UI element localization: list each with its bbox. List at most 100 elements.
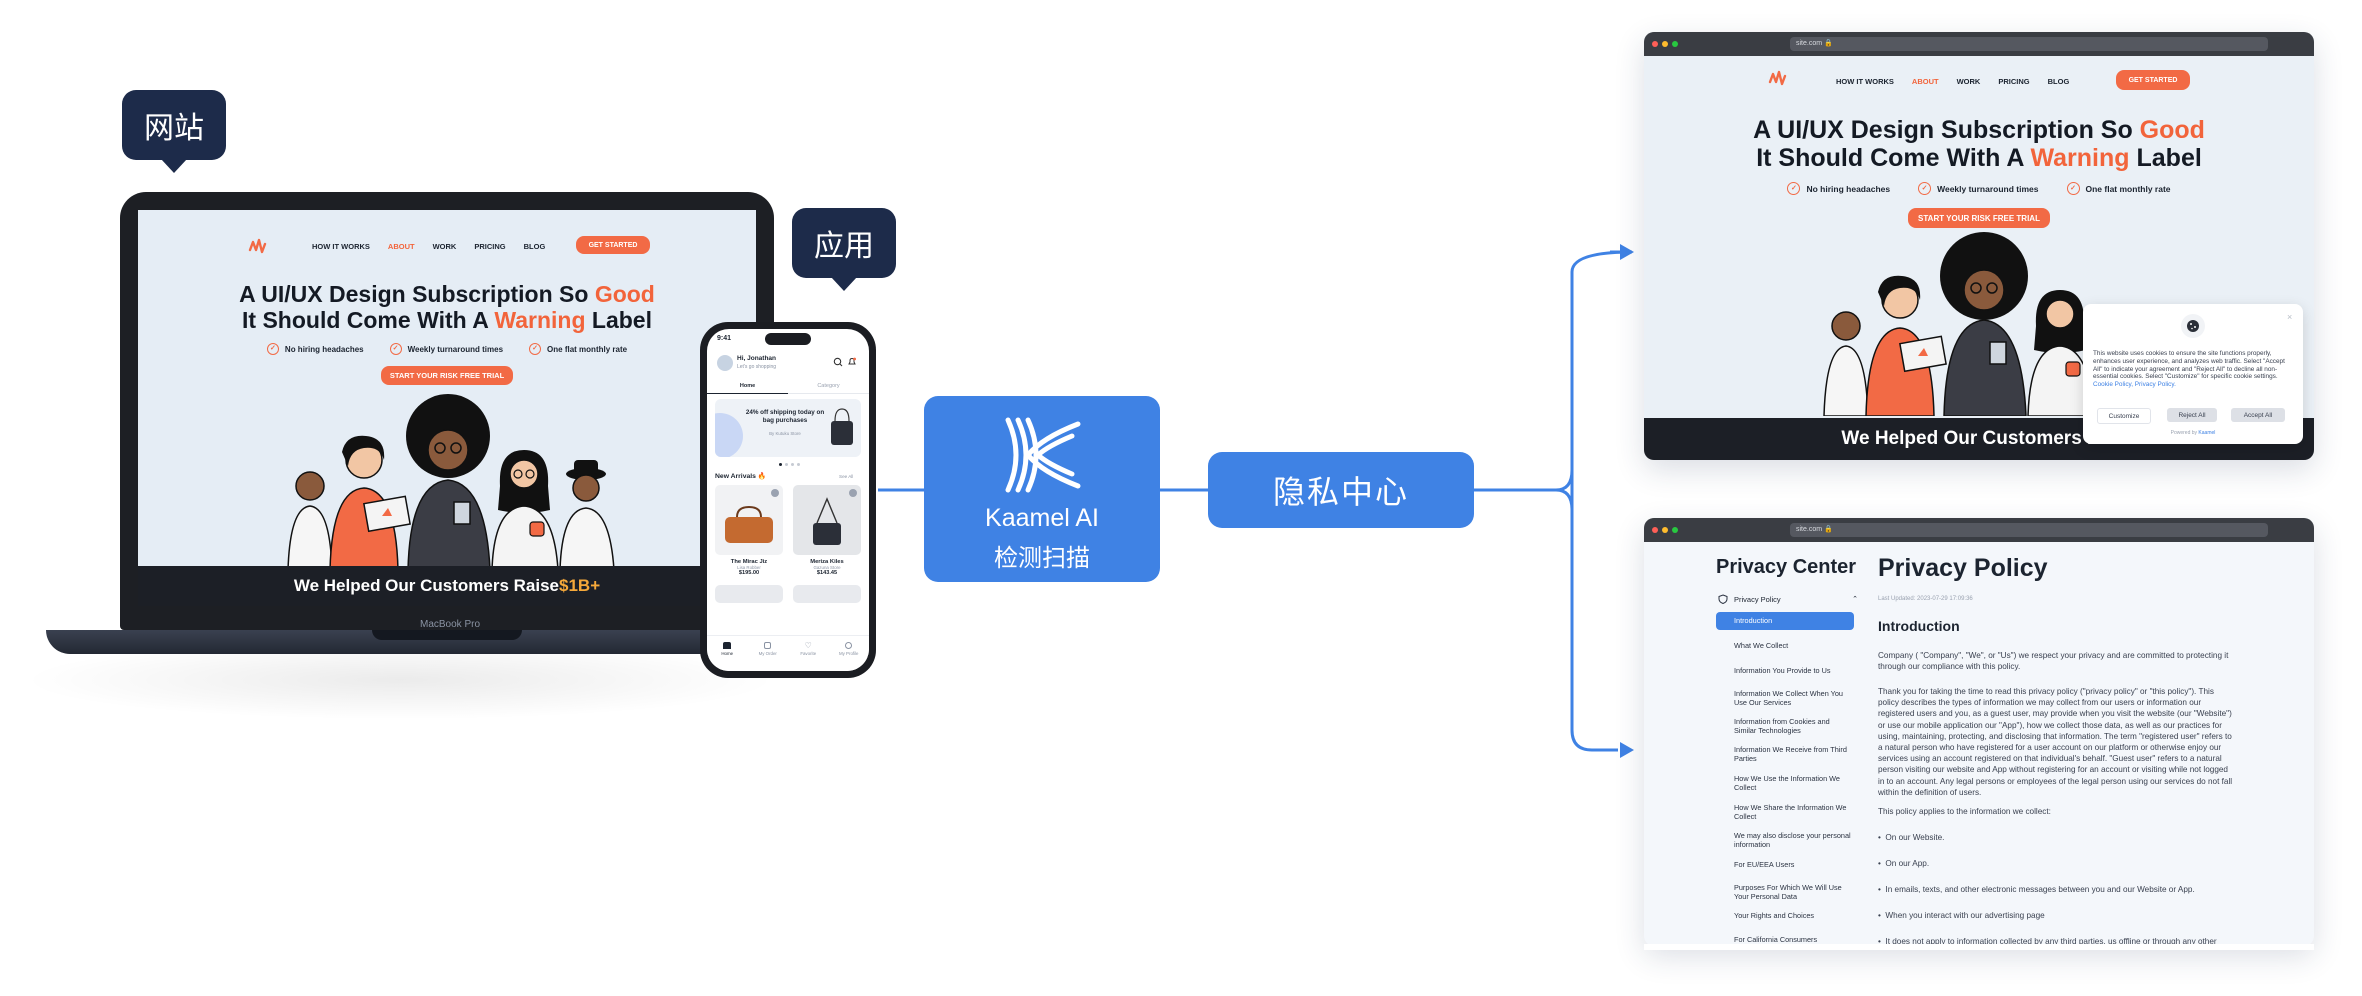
- sidebar-item-california[interactable]: For California Consumers: [1734, 935, 1818, 944]
- shield-icon: [1718, 594, 1728, 604]
- bottom-nav-profile[interactable]: My Profile: [829, 636, 870, 671]
- benefit-2: ✓Weekly turnaround times: [1918, 182, 2039, 195]
- get-started-button[interactable]: GET STARTED: [576, 236, 650, 254]
- check-icon: ✓: [266, 343, 279, 355]
- tab-category[interactable]: Category: [788, 383, 869, 394]
- nav-about[interactable]: ABOUT: [1911, 77, 1939, 86]
- favorite-icon[interactable]: [849, 489, 857, 497]
- privacy-policy-menu-header[interactable]: Privacy Policy ⌃: [1718, 592, 1858, 606]
- nav-about[interactable]: ABOUT: [387, 242, 415, 251]
- kaamel-link[interactable]: Kaamel: [2198, 430, 2216, 436]
- powered-by: Powered by Kaamel: [2170, 430, 2216, 436]
- cookie-consent-dialog: × This website uses cookies to ensure th…: [2083, 304, 2303, 444]
- phone-tabs: Home Category: [707, 383, 869, 394]
- check-icon: ✓: [529, 343, 542, 355]
- kaamel-subtitle: 检测扫描: [994, 545, 1090, 572]
- hero-good: Good: [594, 281, 655, 307]
- bottom-nav-order[interactable]: My Order: [748, 636, 789, 671]
- close-dot[interactable]: [1652, 527, 1658, 533]
- sidebar-item-how-we-use[interactable]: How We Use the Information We Collect: [1734, 774, 1840, 792]
- promo-store: By Kutuku Store: [769, 431, 801, 436]
- sidebar-active-highlight: [1716, 612, 1854, 630]
- product-name-1: The Mirac Jiz: [730, 559, 768, 565]
- minimize-dot[interactable]: [1662, 41, 1668, 47]
- kaamel-logo-icon: [1005, 417, 1081, 493]
- reject-all-button[interactable]: Reject All: [2167, 408, 2217, 422]
- get-started-button[interactable]: GET STARTED: [2116, 70, 2190, 90]
- carousel-dots: [779, 463, 800, 466]
- promo-text: 24% off shipping today on bag purchases: [745, 409, 825, 424]
- avatar[interactable]: [717, 355, 733, 371]
- bottom-nav-home[interactable]: Home: [707, 636, 748, 671]
- cookie-policy-links[interactable]: Cookie Policy, Privacy Policy.: [2093, 381, 2176, 389]
- team-illustration: [287, 394, 615, 570]
- close-dot[interactable]: [1652, 41, 1658, 47]
- hero-line1: A UI/UX Design Subscription So: [1753, 116, 2140, 144]
- browser-window-privacy: site.com 🔒: [1644, 518, 2314, 946]
- nav-blog[interactable]: BLOG: [2047, 77, 2070, 86]
- bottom-nav-favorite[interactable]: ♡Favorite: [788, 636, 829, 671]
- team-illustration: [1823, 232, 2095, 416]
- tab-home[interactable]: Home: [707, 383, 788, 394]
- website-callout-label: 网站: [144, 112, 204, 145]
- product-price-1: $195.00: [738, 570, 760, 576]
- sidebar-item-rights[interactable]: Your Rights and Choices: [1734, 911, 1815, 920]
- nav-blog[interactable]: BLOG: [523, 242, 546, 251]
- site-nav: HOW IT WORKS ABOUT WORK PRICING BLOG: [1836, 77, 2069, 86]
- product-card-3[interactable]: [715, 585, 783, 603]
- nav-how-it-works[interactable]: HOW IT WORKS: [312, 242, 370, 251]
- nav-work[interactable]: WORK: [432, 242, 457, 251]
- address-bar[interactable]: site.com 🔒: [1790, 523, 2268, 537]
- see-all-link[interactable]: See All: [839, 474, 854, 479]
- policy-bullet: • When you interact with our advertising…: [1878, 911, 2045, 920]
- zoom-dot[interactable]: [1672, 41, 1678, 47]
- product-card-4[interactable]: [793, 585, 861, 603]
- policy-title: Privacy Policy: [1878, 554, 2048, 582]
- search-icon[interactable]: [833, 357, 843, 367]
- zoom-dot[interactable]: [1672, 527, 1678, 533]
- product-image-2: [813, 497, 841, 545]
- policy-bullet: • It does not apply to information colle…: [1878, 937, 2217, 946]
- policy-bullet: • On our Website.: [1878, 833, 1945, 842]
- privacy-center-title: Privacy Center: [1716, 556, 1857, 578]
- chevron-up-icon: ⌃: [1852, 596, 1858, 603]
- risk-free-trial-button[interactable]: START YOUR RISK FREE TRIAL: [381, 366, 513, 385]
- minimize-dot[interactable]: [1662, 527, 1668, 533]
- product-price-2: $143.45: [816, 570, 838, 576]
- sidebar-item-third-parties[interactable]: Information We Receive from Third Partie…: [1734, 745, 1847, 763]
- close-icon[interactable]: ×: [2287, 312, 2293, 322]
- sidebar-item-eu-users[interactable]: For EU/EEA Users: [1734, 860, 1795, 869]
- site-logo-icon: [248, 238, 267, 254]
- bag-image: [831, 408, 853, 445]
- promo-banner[interactable]: 24% off shipping today on bag purchases …: [715, 399, 861, 457]
- privacy-center-node: 隐私中心: [1208, 452, 1474, 528]
- favorite-icon[interactable]: [771, 489, 779, 497]
- nav-pricing[interactable]: PRICING: [1998, 77, 2030, 86]
- nav-work[interactable]: WORK: [1956, 77, 1981, 86]
- sidebar-item-what-we-collect[interactable]: What We Collect: [1734, 641, 1789, 650]
- address-bar[interactable]: site.com 🔒: [1790, 37, 2268, 51]
- policy-paragraph-3: This policy applies to the information w…: [1878, 807, 2051, 816]
- sidebar-item-cookies[interactable]: Information from Cookies and Similar Tec…: [1734, 717, 1830, 735]
- sidebar-item-info-you-provide[interactable]: Information You Provide to Us: [1734, 666, 1831, 675]
- user-icon: [845, 642, 853, 649]
- bell-icon[interactable]: [847, 357, 857, 367]
- check-icon: ✓: [1918, 182, 1932, 195]
- sidebar-item-info-when-use[interactable]: Information We Collect When You Use Our …: [1734, 689, 1843, 707]
- product-card-1[interactable]: [715, 485, 783, 555]
- nav-how-it-works[interactable]: HOW IT WORKS: [1836, 77, 1894, 86]
- customize-button[interactable]: Customize: [2097, 408, 2151, 424]
- risk-free-trial-button[interactable]: START YOUR RISK FREE TRIAL: [1908, 208, 2050, 228]
- sidebar-item-purposes[interactable]: Purposes For Which We Will Use Your Pers…: [1734, 883, 1842, 901]
- accept-all-button[interactable]: Accept All: [2231, 408, 2285, 422]
- phone-notch: [765, 333, 811, 345]
- sidebar-item-how-we-share[interactable]: How We Share the Information We Collect: [1734, 803, 1847, 821]
- nav-pricing[interactable]: PRICING: [474, 242, 506, 251]
- product-info-2: Meriza Kiles Gazuna Store $143.45: [793, 559, 861, 576]
- sidebar-item-introduction[interactable]: Introduction: [1734, 616, 1773, 625]
- product-card-2[interactable]: [793, 485, 861, 555]
- policy-bullet: • In emails, texts, and other electronic…: [1878, 885, 2195, 894]
- hero-title: A UI/UX Design Subscription So Good It S…: [138, 281, 756, 334]
- sidebar-item-disclose[interactable]: We may also disclose your personal infor…: [1734, 831, 1851, 849]
